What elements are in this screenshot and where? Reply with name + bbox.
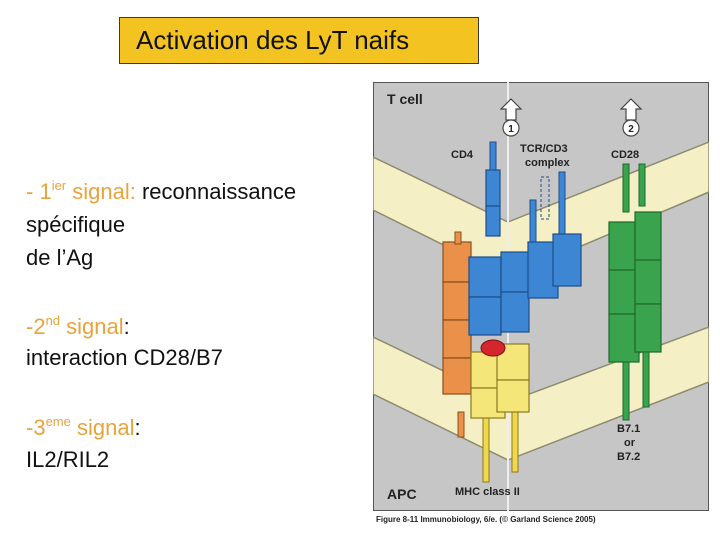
signal-3-label: signal xyxy=(70,415,135,440)
page-title: Activation des LyT naifs xyxy=(136,25,410,55)
arrow-2-number: 2 xyxy=(628,124,634,135)
peptide xyxy=(480,339,506,357)
signal-3-text: IL2/RIL2 xyxy=(26,447,110,472)
signal-1-line-3: de l’Ag xyxy=(26,245,94,270)
cd28-b7-molecules xyxy=(608,163,662,421)
signal-3-prefix: -3 xyxy=(26,415,46,440)
mhc-stalk-3 xyxy=(457,411,465,438)
immunology-figure: T cell APC CD4 TCR/CD3 complex CD28 MHC … xyxy=(373,82,709,511)
figure-caption: Figure 8-11 Immunobiology, 6/e. (© Garla… xyxy=(376,515,596,524)
signal-2-text: interaction CD28/B7 xyxy=(26,345,223,370)
arrow-1-number: 1 xyxy=(508,124,514,135)
title-box: Activation des LyT naifs xyxy=(119,17,479,64)
signal-1-arrow-icon: 1 xyxy=(499,98,523,137)
cd28-label: CD28 xyxy=(611,149,639,161)
signal-2-colon: : xyxy=(123,314,130,339)
b71-label: B7.1 xyxy=(617,423,640,435)
signal-2-arrow-icon: 2 xyxy=(619,98,643,137)
signal-2-label: signal xyxy=(60,314,124,339)
signal-1-line: - 1ier signal: reconnaissance xyxy=(26,178,296,205)
b72-label: B7.2 xyxy=(617,451,640,463)
mhc-alpha-chain xyxy=(442,231,472,395)
or-label: or xyxy=(624,437,636,449)
mhc-label: MHC class II xyxy=(455,486,520,498)
figure-border xyxy=(373,82,709,511)
signal-2-sup: nd xyxy=(45,313,61,328)
signal-1-label: signal: xyxy=(66,179,142,204)
signal-3-sup: eme xyxy=(45,414,71,429)
cd4-molecule xyxy=(468,141,530,336)
signal-1-text: reconnaissance xyxy=(141,179,297,204)
signal-3-colon: : xyxy=(134,415,141,440)
tcr-label-1: TCR/CD3 xyxy=(520,143,568,155)
signal-1-sup: ier xyxy=(51,178,67,193)
mhc-stalk-2 xyxy=(511,411,519,473)
mhc-stalk-1 xyxy=(482,411,490,483)
signal-1-line-2: spécifique xyxy=(26,212,126,237)
signal-2-prefix: -2 xyxy=(26,314,46,339)
mhc-beta-chain xyxy=(470,343,530,419)
apc-label: APC xyxy=(387,486,417,502)
t-cell-label: T cell xyxy=(387,91,423,107)
tcr-label-2: complex xyxy=(525,157,571,169)
tcr-cd3-complex xyxy=(527,171,582,299)
cd4-label: CD4 xyxy=(451,149,474,161)
signal-1-prefix: - 1 xyxy=(26,179,52,204)
signal-2-line: -2nd signal: xyxy=(26,313,130,340)
signal-3-line: -3eme signal: xyxy=(26,414,141,441)
